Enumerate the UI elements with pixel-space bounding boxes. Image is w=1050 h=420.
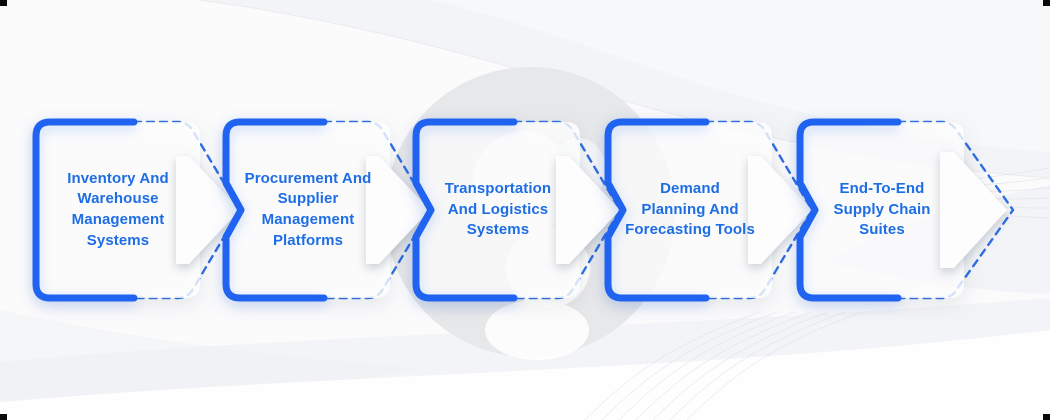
corner-mark-top-right (1043, 0, 1050, 6)
step-card-4: Demand Planning And Forecasting Tools (602, 116, 842, 328)
step-card-2-shape (222, 118, 432, 302)
step-card-1-shape (32, 118, 242, 302)
step-card-3-label: Transportation And Logistics Systems (444, 179, 552, 239)
corner-mark-bottom-right (1043, 414, 1050, 420)
step-card-2: Procurement And Supplier Management Plat… (220, 116, 460, 328)
step-card-3: Transportation And Logistics Systems (410, 116, 650, 328)
step-card-1: Inventory And Warehouse Management Syste… (30, 116, 270, 328)
step-card-4-label: Demand Planning And Forecasting Tools (625, 179, 755, 239)
step-card-5-shape (796, 118, 1015, 302)
step-card-2-label: Procurement And Supplier Management Plat… (244, 169, 372, 249)
corner-mark-top-left (0, 0, 7, 6)
step-card-3-shape (412, 118, 622, 302)
step-card-1-label: Inventory And Warehouse Management Syste… (67, 169, 169, 249)
step-card-4-shape (604, 118, 814, 302)
corner-mark-bottom-left (0, 414, 7, 420)
step-card-5-label: End-To-End Supply Chain Suites (833, 179, 931, 239)
step-card-5: End-To-End Supply Chain Suites (794, 116, 1034, 328)
